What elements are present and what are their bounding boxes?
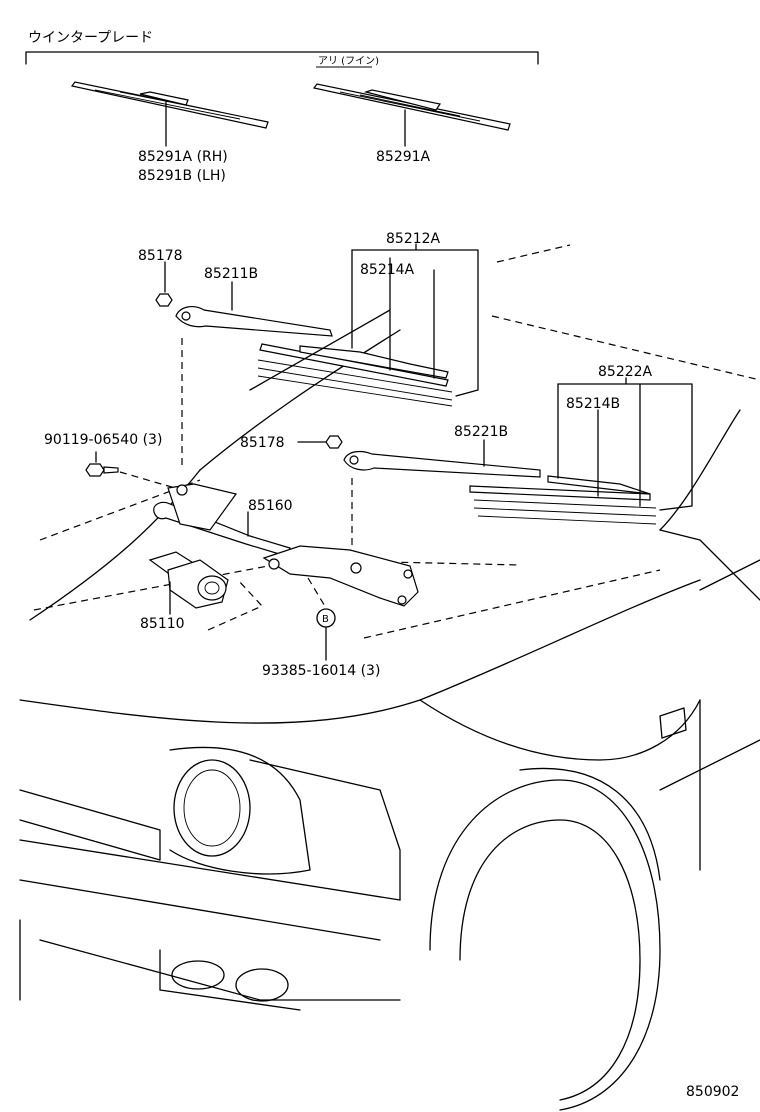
label-arm-rh: 85211B [204,266,258,282]
label-blade-assy-rh: 85212A [386,231,441,247]
label-nut-top: 85178 [138,248,183,264]
label-blade-variant: 85291A [376,149,431,165]
label-arm-lh: 85221B [454,424,508,440]
wiper-blade-variant[interactable] [312,83,511,131]
nut-mid-icon[interactable] [325,435,343,449]
wiper-link[interactable] [153,483,419,607]
label-blade-lh: 85291B (LH) [138,168,226,184]
blade-assy-rh[interactable] [257,343,453,407]
blade-assy-lh[interactable] [469,475,657,525]
label-nut-mid: 85178 [240,435,285,451]
wiper-blade-standard[interactable] [70,81,269,129]
label-screw: 93385-16014 (3) [262,663,380,679]
section-title: ウインタープレード [28,30,153,46]
label-blade-rh: 85291A (RH) [138,149,228,165]
bolt-icon[interactable] [85,463,119,477]
wiper-arm-lh[interactable] [343,450,541,478]
callout-b-circle [316,608,336,628]
label-motor: 85110 [140,616,185,632]
label-blade-assy-lh: 85222A [598,364,653,380]
nut-top-icon[interactable] [155,293,173,307]
diagram-code: 850902 [686,1084,739,1100]
bracket-85212a [351,249,479,397]
bracket-85222a [557,383,693,511]
callout-b-text: B [322,614,329,625]
wiper-motor[interactable] [148,551,229,609]
label-rubber-lh: 85214B [566,396,620,412]
car-body [19,244,760,1111]
variant-label: アリ (フイン) [318,56,379,67]
wiper-arm-rh[interactable] [175,306,333,337]
label-bolt: 90119-06540 (3) [44,432,162,448]
label-rubber-rh: 85214A [360,262,415,278]
label-link: 85160 [248,498,293,514]
section-bracket [25,51,539,65]
